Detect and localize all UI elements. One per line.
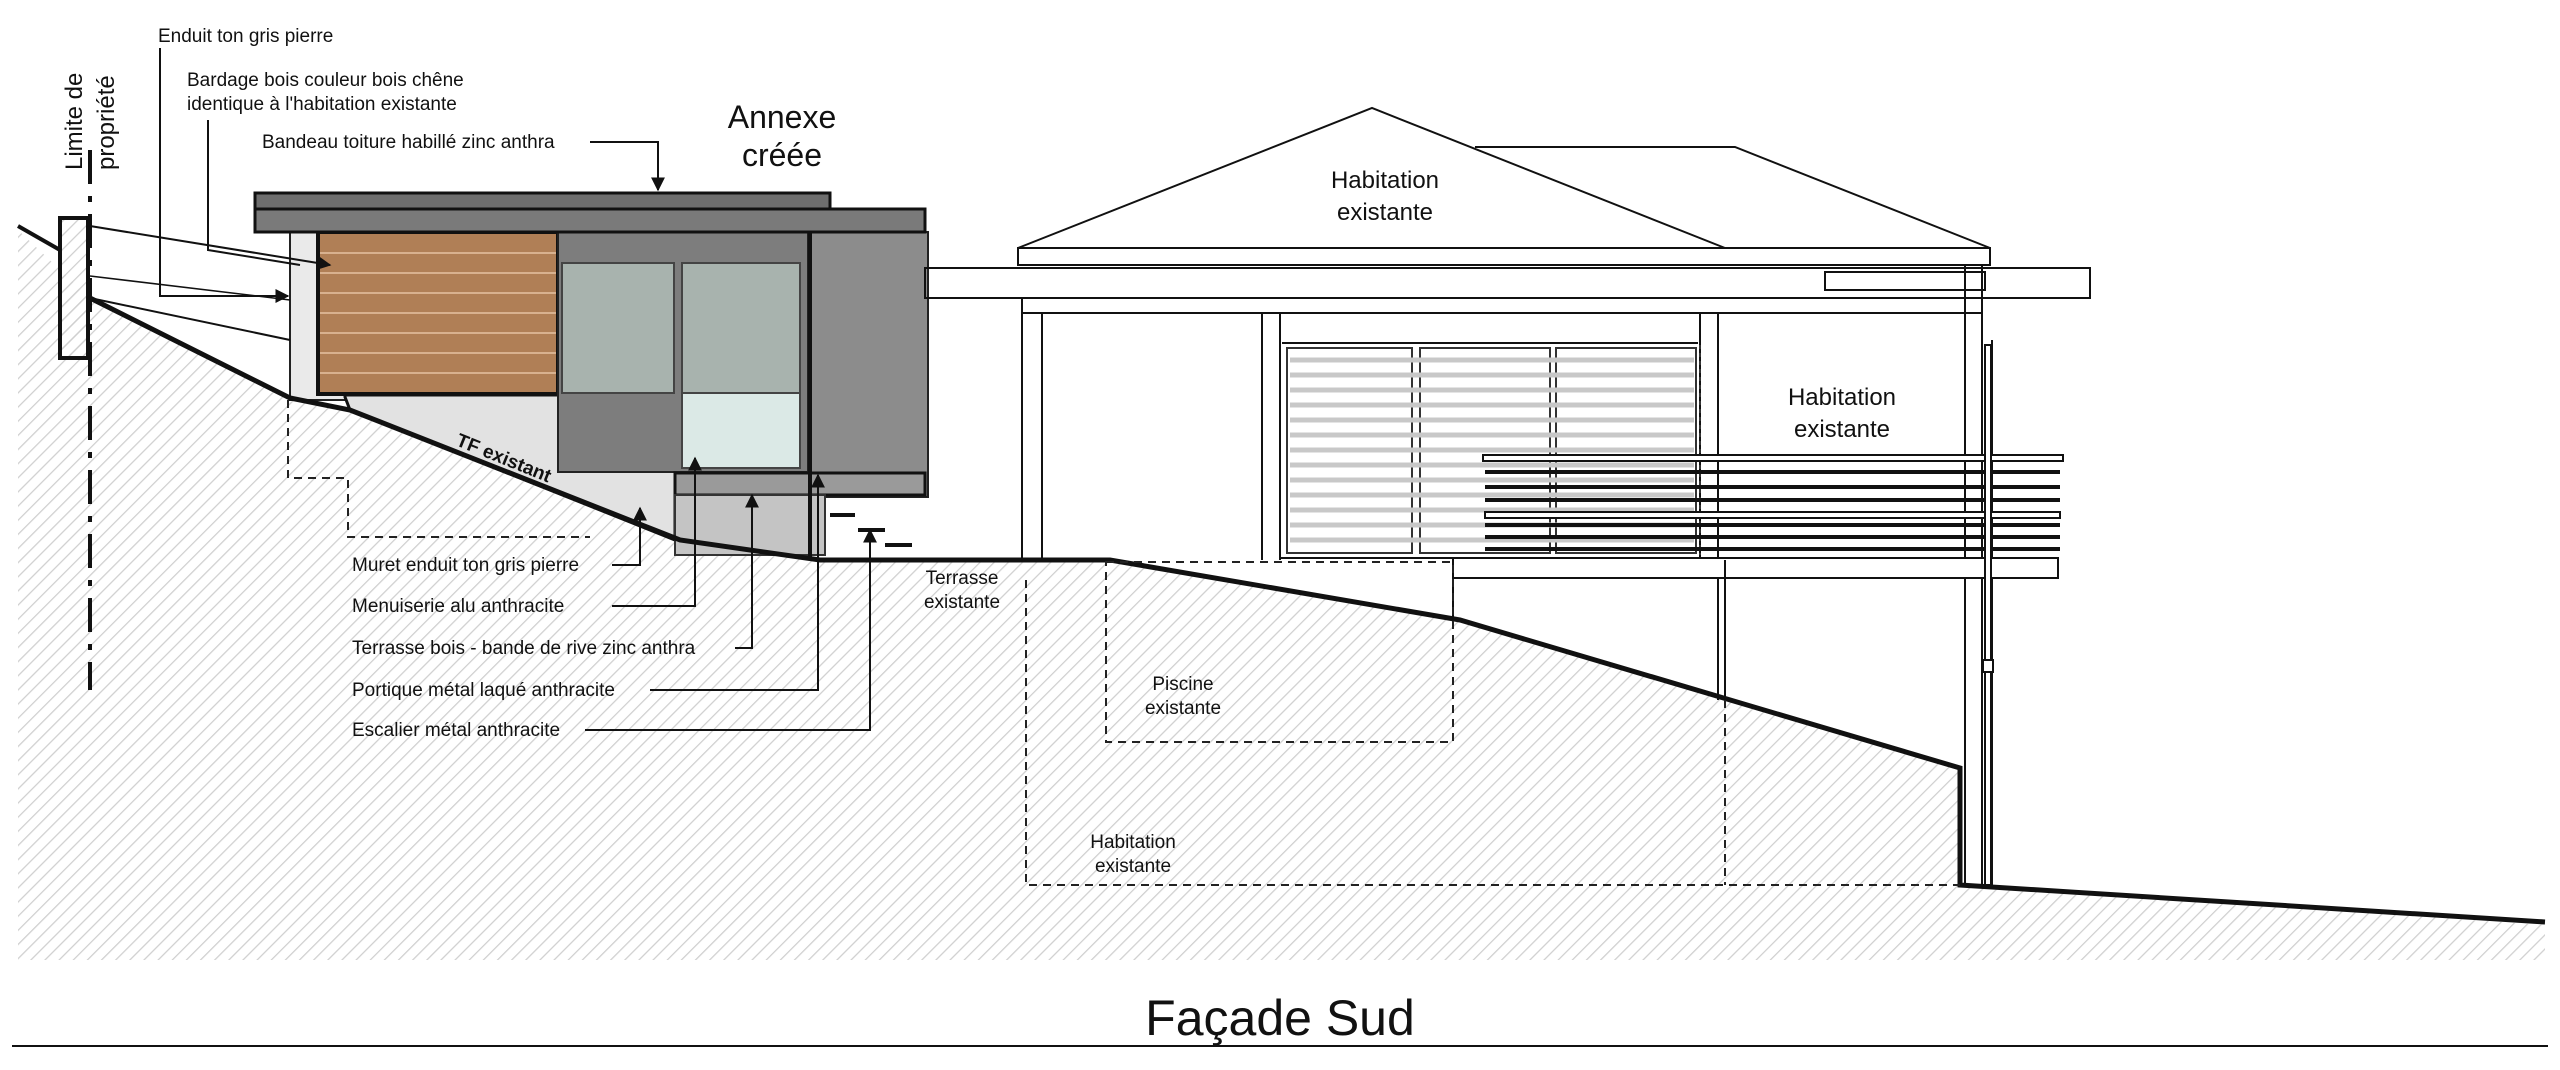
- beam: [1021, 297, 1983, 314]
- glass-right: [681, 262, 801, 394]
- balcony: [1452, 344, 2064, 886]
- house-main-2: existante: [1337, 199, 1433, 226]
- terrace-label-2: existante: [924, 592, 1000, 613]
- property-limit: [58, 150, 92, 690]
- annotation-enduit: Enduit ton gris pierre: [158, 26, 333, 47]
- roof-band-top: [253, 191, 832, 211]
- terrace-under: [674, 494, 826, 556]
- terrace-label-1: Terrasse: [926, 568, 999, 589]
- house-lower-1: Habitation: [1090, 832, 1176, 853]
- glass-right-lower: [681, 392, 801, 469]
- small-box: [1824, 271, 1986, 291]
- annotation-muret: Muret enduit ton gris pierre: [352, 555, 579, 576]
- annotation-bandeau: Bandeau toiture habillé zinc anthra: [262, 132, 555, 153]
- downpipe-joint: [1982, 659, 1994, 673]
- roof-gable-back: [1475, 146, 1991, 249]
- wood-slats: [320, 252, 556, 374]
- leader-menuiserie: [612, 456, 702, 607]
- annotation-terrasse: Terrasse bois - bande de rive zinc anthr…: [352, 638, 696, 659]
- lower-house-dashed: [1025, 580, 1960, 886]
- house-main-1: Habitation: [1331, 167, 1439, 194]
- rail-1: [1482, 454, 2064, 462]
- glass-left: [561, 262, 675, 394]
- leader-terrasse: [735, 493, 759, 649]
- house-right-1: Habitation: [1788, 384, 1896, 411]
- terrain-line-main: [88, 295, 2546, 925]
- slope-line-upper: [89, 297, 291, 341]
- eave-band: [1017, 247, 1991, 266]
- balcony-slab: [1452, 557, 2059, 579]
- property-wall: [58, 216, 90, 360]
- leaders: [89, 48, 877, 731]
- annex-building: [253, 191, 929, 560]
- pool-label-2: existante: [1145, 698, 1221, 719]
- property-limit-label-2: propriété: [93, 75, 120, 170]
- annotation-escalier: Escalier métal anthracite: [352, 720, 560, 741]
- downpipe: [1984, 344, 1992, 886]
- leader-muret: [612, 506, 647, 566]
- terrain-line-left: [17, 224, 61, 252]
- leader-escalier: [585, 528, 877, 731]
- house-right-2: existante: [1794, 416, 1890, 443]
- leader-bardage: [207, 120, 301, 266]
- leader-enduit: [159, 48, 290, 303]
- pool-label-1: Piscine: [1152, 674, 1213, 695]
- terrace-deck: [673, 471, 927, 497]
- leader-portique: [650, 473, 825, 691]
- property-limit-label-1: Limite de: [61, 73, 88, 170]
- page-title: Façade Sud: [1145, 990, 1415, 1046]
- annex-title-2: créée: [742, 137, 822, 173]
- annex-title-1: Annexe: [728, 99, 837, 135]
- annotation-menuiserie: Menuiserie alu anthracite: [352, 596, 564, 617]
- annotation-bardage-2: identique à l'habitation existante: [187, 94, 457, 115]
- roof-gable-main: [1017, 106, 1726, 249]
- rail-2: [1484, 511, 2061, 519]
- railing-bars: [1482, 454, 2064, 551]
- roof-band: [253, 207, 927, 234]
- annotation-portique: Portique métal laqué anthracite: [352, 680, 615, 701]
- ground-hatch: [18, 230, 2545, 960]
- annotation-bardage-1: Bardage bois couleur bois chêne: [187, 70, 464, 91]
- house-lower-2: existante: [1095, 856, 1171, 877]
- pool-dashed: [1105, 561, 1454, 743]
- leader-bardage-2: [89, 225, 332, 270]
- leader-bandeau: [590, 141, 665, 192]
- annex-side-wall: [807, 231, 929, 498]
